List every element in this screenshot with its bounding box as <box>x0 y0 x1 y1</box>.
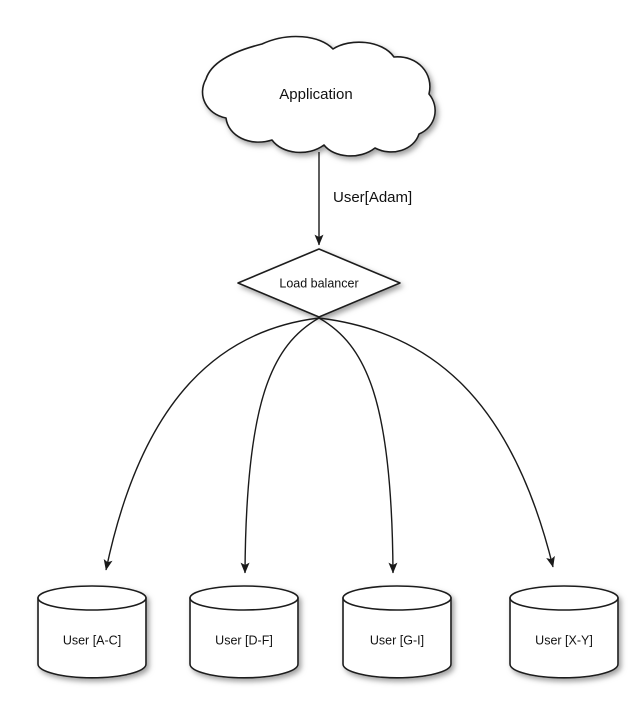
edges-balancer-to-databases <box>103 317 555 574</box>
edge-to-db-3 <box>318 317 398 574</box>
db4-top <box>509 585 619 611</box>
diamond-shape <box>237 248 401 318</box>
edge-to-db-4 <box>318 317 555 568</box>
db4-body <box>509 597 619 679</box>
cloud-label: Application <box>279 86 352 103</box>
node-database-2[interactable]: User [D-F] <box>189 585 299 679</box>
db1-label: User [A-C] <box>63 633 121 647</box>
db2-label: User [D-F] <box>215 633 273 647</box>
balancer-label: Load balancer <box>279 276 358 290</box>
db4-label: User [X-Y] <box>535 633 593 647</box>
db1-body <box>37 597 147 679</box>
db3-label: User [G-I] <box>370 633 424 647</box>
edge-to-db-2 <box>240 317 320 574</box>
db3-body <box>342 597 452 679</box>
node-database-3[interactable]: User [G-I] <box>342 585 452 679</box>
edge-to-db-1 <box>103 317 320 571</box>
db3-top <box>342 585 452 611</box>
cloud-shape <box>201 35 436 157</box>
node-database-1[interactable]: User [A-C] <box>37 585 147 679</box>
db1-top <box>37 585 147 611</box>
node-database-4[interactable]: User [X-Y] <box>509 585 619 679</box>
edge-application-to-balancer: User[Adam] <box>314 152 412 246</box>
db2-body <box>189 597 299 679</box>
edge-label-user-adam: User[Adam] <box>333 189 412 206</box>
db2-top <box>189 585 299 611</box>
node-application-cloud[interactable]: Application <box>201 35 436 157</box>
node-load-balancer[interactable]: Load balancer <box>237 248 401 318</box>
